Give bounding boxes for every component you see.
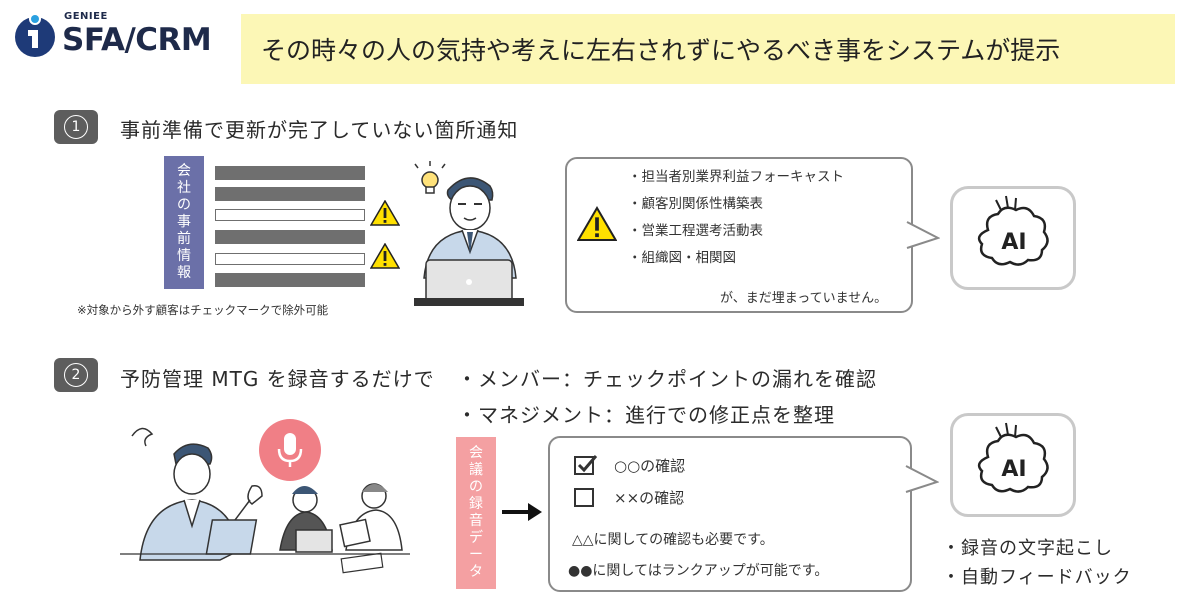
ai-feature: ・自動フィードバック [942, 567, 1132, 588]
step-2-point: ・メンバー：チェックポイントの漏れを確認 [457, 367, 877, 391]
arrow-right-icon [502, 503, 542, 521]
list-item: ・営業工程選考活動表 [628, 223, 763, 239]
headline-text: その時々の人の気持や考えに左右されずにやるべき事をシステムが提示 [261, 36, 1061, 65]
bubble-tail [906, 221, 940, 249]
ai-label: AI [1001, 230, 1027, 255]
meeting-recording-label: 会議の録音データ [456, 437, 496, 589]
bubble-footer: が、まだ埋まっていません。 [720, 291, 888, 306]
form-row-empty [215, 209, 365, 221]
step-2-point: ・マネジメント：進行での修正点を整理 [457, 403, 835, 427]
checklist-item: ××の確認 [574, 486, 684, 508]
warning-icon [370, 200, 400, 226]
feedback-bubble [548, 436, 912, 592]
form-row-empty [215, 253, 365, 265]
ai-brain-icon [977, 422, 1049, 493]
missing-items-list: ・担当者別業界利益フォーキャスト ・顧客別関係性構築表 ・営業工程選考活動表 ・… [628, 164, 844, 272]
form-row [215, 273, 365, 287]
person-laptop-illustration [414, 161, 524, 306]
meeting-illustration [120, 427, 410, 574]
checklist-label: ××の確認 [614, 488, 685, 507]
warning-icon [577, 206, 617, 241]
form-row [215, 230, 365, 244]
logo-text: SFA/CRM [62, 22, 212, 58]
feedback-line: ●●に関してはランクアップが可能です。 [568, 563, 829, 579]
missing-items-bubble [565, 157, 913, 313]
ai-brain-icon [977, 195, 1049, 266]
checked-box-icon [574, 455, 598, 475]
step-2-title: 予防管理 MTG を録音するだけで [120, 367, 435, 391]
step-2-number: 2 [64, 363, 88, 387]
list-item: ・担当者別業界利益フォーキャスト [628, 169, 844, 185]
logo-icon [15, 13, 55, 57]
microphone-icon [259, 419, 321, 481]
feedback-line: △△に関しての確認も必要です。 [572, 532, 774, 548]
step-1-badge: 1 [54, 110, 98, 144]
lightbulb-icon [414, 161, 446, 194]
checklist-label: ○○の確認 [614, 456, 686, 475]
list-item: ・組織図・相関図 [628, 250, 736, 266]
form-row [215, 166, 365, 180]
form-row [215, 187, 365, 201]
ai-label: AI [1001, 457, 1027, 482]
step-2-badge: 2 [54, 358, 98, 392]
checklist-item: ○○の確認 [574, 454, 685, 476]
company-info-label: 会社の事前情報 [164, 156, 204, 289]
step-1-number: 1 [64, 115, 88, 139]
headline-banner: その時々の人の気持や考えに左右されずにやるべき事をシステムが提示 [241, 14, 1175, 84]
warning-icon [370, 243, 400, 269]
unchecked-box-icon [574, 488, 594, 507]
bubble-tail [905, 465, 939, 493]
list-item: ・顧客別関係性構築表 [628, 196, 763, 212]
logo-subtext: GENIEE [64, 11, 108, 22]
exclusion-note: ※対象から外す顧客はチェックマークで除外可能 [77, 303, 329, 317]
ai-feature: ・録音の文字起こし [942, 538, 1113, 559]
step-1-title: 事前準備で更新が完了していない箇所通知 [120, 118, 519, 142]
